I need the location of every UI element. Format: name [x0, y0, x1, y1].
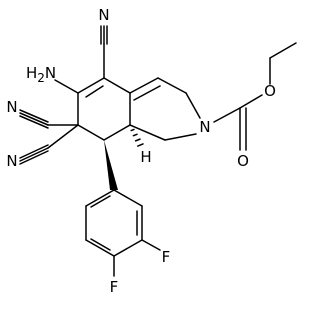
fluorine-3-label: F	[162, 248, 171, 266]
bond-c4a-c5	[103, 77, 131, 94]
cyano-c7a-triple-a	[19, 109, 49, 123]
aryl-bond-3	[85, 239, 115, 257]
bond-c3-f	[141, 239, 161, 251]
wedge-c8-aryl	[104, 140, 118, 190]
bond-c7-cn-b	[47, 124, 79, 149]
fluorine-4-label: F	[110, 278, 119, 296]
bond-n-c1	[164, 133, 197, 141]
bond-n-carbonyl	[213, 107, 241, 123]
bond-c5-c6-double	[85, 85, 104, 98]
amine-label: H2N	[26, 64, 56, 85]
aryl-double-3	[90, 195, 111, 208]
cyano-c7b-triple-c	[19, 150, 49, 165]
bond-c8-c8a	[103, 124, 131, 141]
bond-c3-n	[185, 92, 201, 119]
cyano-c7a-triple-b	[19, 112, 49, 126]
stereo-hydrogen-label: H	[140, 148, 151, 166]
bond-c4-c3	[157, 77, 187, 94]
stereo-h-hash-2	[132, 133, 138, 137]
bond-c4a-c4-double	[133, 85, 161, 101]
cyano-c7a-triple-c	[19, 115, 49, 129]
bond-carbonyl-oester	[239, 94, 263, 109]
ring-nitrogen-label: N	[199, 118, 210, 136]
stereo-h-hash-3	[134, 138, 141, 142]
chemical-structure-diagram: N O O N H2N N N H F F	[6, 6, 297, 296]
cyano-top-nitrogen-label: N	[98, 6, 109, 24]
cyano-c7b-triple-b	[19, 147, 49, 162]
bond-c7-c8	[77, 124, 105, 141]
bond-c5-c6	[77, 77, 105, 94]
bond-c1-c8a	[129, 124, 166, 141]
stereo-h-hash-4	[137, 143, 144, 147]
stereo-h-hash-1	[130, 128, 135, 132]
carbonyl-oxygen-label: O	[237, 152, 249, 170]
bond-ch2-ch3	[269, 42, 297, 59]
cyano-c7a-nitrogen-label: N	[6, 98, 17, 116]
structure-canvas: N O O N H2N N N H F F	[6, 6, 297, 296]
bond-c6-nh2	[54, 79, 79, 94]
aryl-bond-2	[113, 239, 143, 257]
aryl-bond-5	[85, 189, 115, 207]
aryl-double-2	[90, 238, 111, 251]
ester-oxygen-label: O	[264, 82, 276, 100]
bond-c4a-c4	[129, 77, 159, 94]
cyano-c7b-triple-a	[19, 144, 49, 159]
aryl-bond-0	[113, 189, 143, 207]
cyano-c7b-nitrogen-label: N	[6, 152, 17, 170]
